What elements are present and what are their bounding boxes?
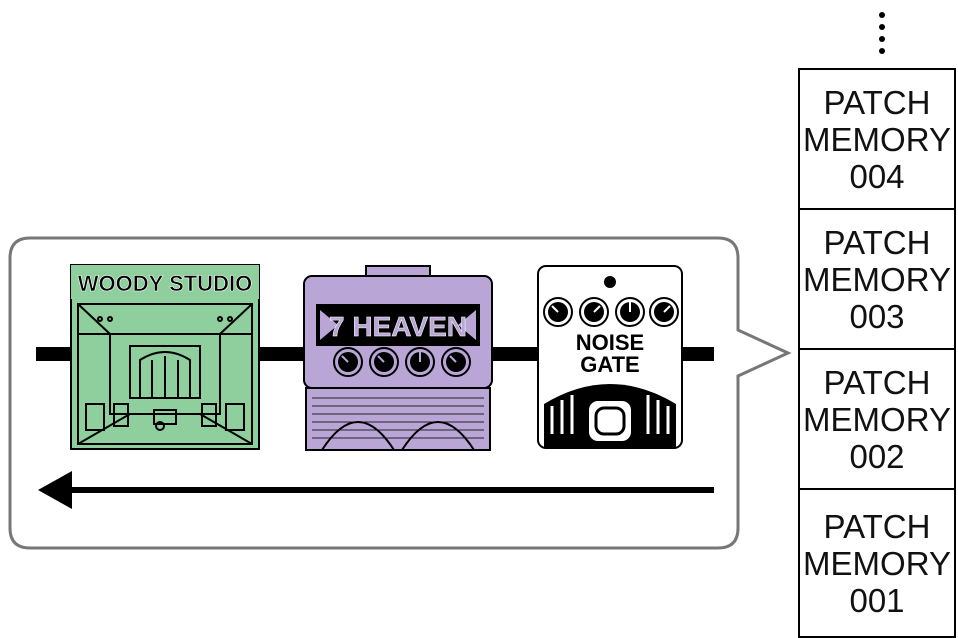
more-ellipsis-icon <box>798 6 958 62</box>
patch-memory-line1: PATCH <box>824 508 931 545</box>
patch-memory-line1: PATCH <box>824 84 931 121</box>
woody-studio-label: WOODY STUDIO <box>78 271 252 296</box>
patch-memory-002[interactable]: PATCH MEMORY 002 <box>798 348 956 490</box>
patch-memory-list: PATCH MEMORY 004 PATCH MEMORY 003 PATCH … <box>798 0 958 634</box>
patch-memory-line1: PATCH <box>824 364 931 401</box>
gate-label: GATE <box>580 352 639 377</box>
patch-memory-line2: MEMORY <box>803 401 951 438</box>
patch-memory-003[interactable]: PATCH MEMORY 003 <box>798 208 956 350</box>
patch-memory-line2: MEMORY <box>803 545 951 582</box>
patch-memory-line1: PATCH <box>824 224 931 261</box>
seven-heaven-label: 7 HEAVEN <box>329 311 467 342</box>
patch-memory-line2: MEMORY <box>803 121 951 158</box>
patch-memory-004[interactable]: PATCH MEMORY 004 <box>798 68 956 210</box>
woody-studio-effect[interactable]: WOODY STUDIO <box>70 264 260 450</box>
patch-memory-number: 003 <box>849 298 904 335</box>
patch-memory-number: 002 <box>849 438 904 475</box>
noise-gate-effect[interactable]: NOISE GATE <box>536 264 684 450</box>
patch-memory-001[interactable]: PATCH MEMORY 001 <box>798 488 956 638</box>
patch-memory-line2: MEMORY <box>803 261 951 298</box>
patch-memory-number: 001 <box>849 582 904 619</box>
patch-memory-number: 004 <box>849 158 904 195</box>
seven-heaven-effect[interactable]: 7 HEAVEN <box>302 264 494 452</box>
